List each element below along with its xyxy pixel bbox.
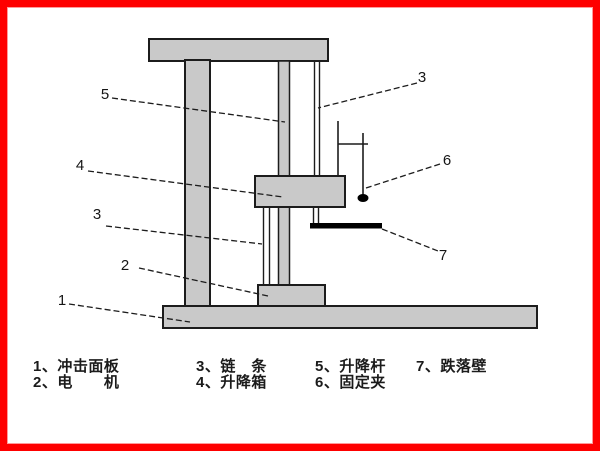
legend-item-3: 3、链 条: [196, 358, 267, 375]
legend-item-4: 4、升降箱: [196, 374, 267, 391]
legend-item-7: 7、跌落壁: [416, 358, 487, 375]
leader-7: [381, 228, 439, 252]
leader-3-right: [317, 82, 418, 109]
chains: [262, 61, 321, 285]
part-label-7: 7: [439, 247, 447, 264]
base-plate-impact-panel: [162, 305, 538, 329]
motor-box: [257, 284, 326, 307]
leader-1: [68, 303, 191, 323]
leader-lines: [68, 82, 441, 323]
leader-2: [138, 267, 269, 297]
part-label-1: 1: [58, 292, 66, 309]
legend-item-1: 1、冲击面板: [33, 358, 120, 375]
fixing-clamp: [337, 121, 368, 195]
legend-item-5: 5、升降杆: [315, 358, 386, 375]
legend-item-6: 6、固定夹: [315, 374, 386, 391]
lifting-box: [254, 175, 346, 208]
leader-5: [111, 97, 286, 123]
part-label-3-right: 3: [418, 69, 426, 86]
part-label-6: 6: [443, 152, 451, 169]
drop-wall-bar: [310, 223, 382, 229]
part-label-3-left: 3: [93, 206, 101, 223]
part-label-5: 5: [101, 86, 109, 103]
part-label-2: 2: [121, 257, 129, 274]
leader-3-left: [105, 225, 263, 245]
clamp-dot: [357, 194, 369, 202]
leader-4: [87, 170, 284, 198]
part-label-4: 4: [76, 157, 84, 174]
main-column: [184, 59, 211, 308]
top-crossbar: [148, 38, 329, 62]
legend-item-2: 2、电 机: [33, 374, 120, 391]
leader-6: [365, 163, 441, 189]
